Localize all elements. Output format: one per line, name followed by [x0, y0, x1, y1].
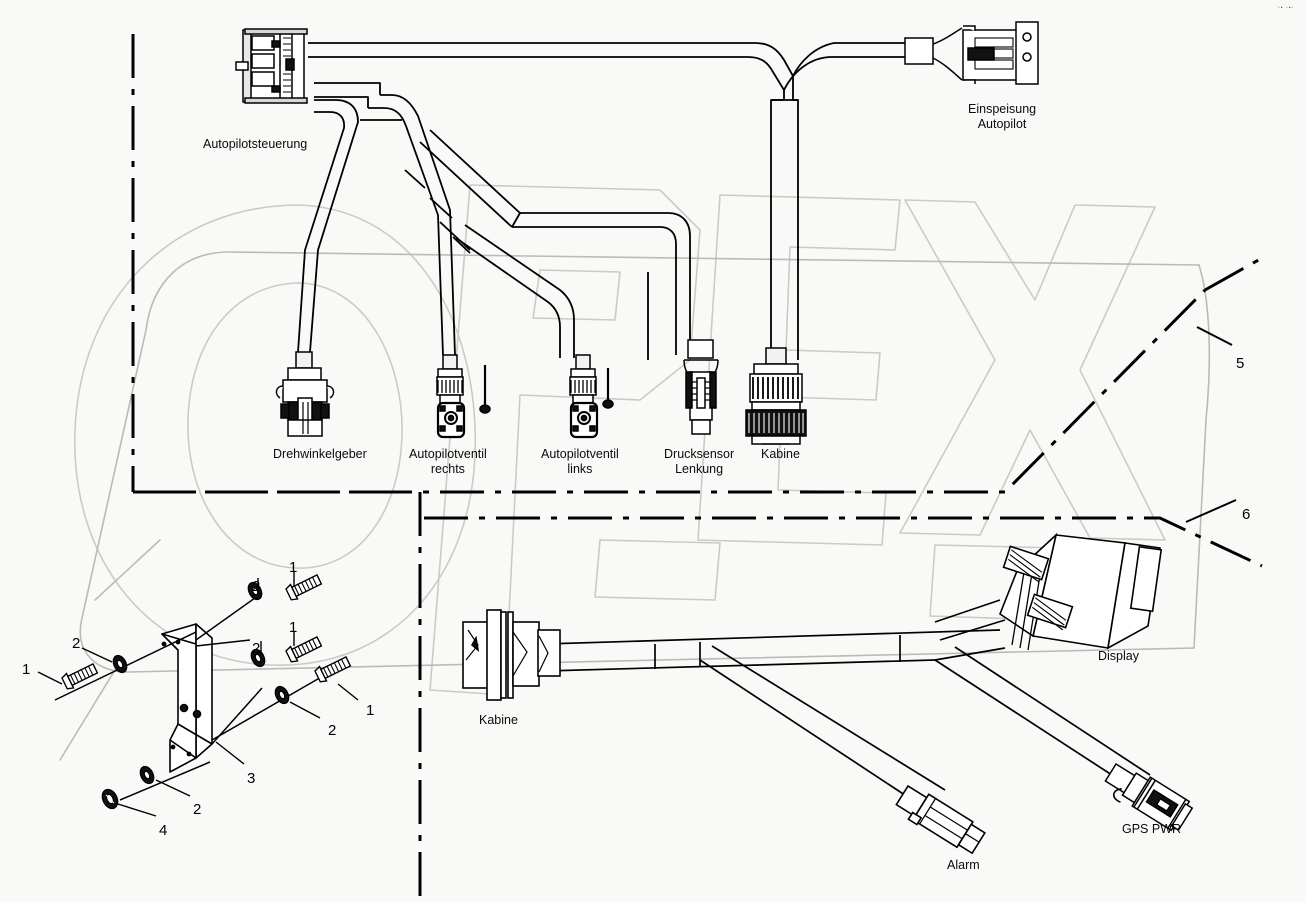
autopilotventil-links-connector [569, 354, 614, 439]
callout-leaders [1185, 326, 1237, 523]
gps-pwr-connector [1104, 762, 1194, 832]
washer-parts [112, 581, 290, 785]
label-kabine-top: Kabine [761, 447, 800, 462]
label-text: Drehwinkelgeber [273, 447, 367, 461]
bracket-assembly [161, 623, 213, 773]
label-text: Alarm [947, 858, 980, 872]
label-text: Kabine [479, 713, 518, 727]
label-text-line2: Lenkung [675, 462, 724, 476]
screw-parts [61, 574, 352, 690]
label-autopilotventil-rechts: Autopilotventil rechts [409, 447, 487, 477]
label-autopilotsteuerung: Autopilotsteuerung [203, 137, 307, 152]
nut-part [101, 788, 119, 810]
label-gps-pwr: GPS PWR [1122, 822, 1181, 837]
callout-1-top: 1 [289, 559, 298, 576]
lower-harness [544, 629, 1151, 806]
kabine-connector-bottom [462, 609, 561, 701]
callout-3: 3 [247, 770, 256, 787]
label-text: Display [1098, 649, 1139, 663]
callout-2-mid: 2 [252, 640, 261, 657]
callout-2-top: 2 [252, 578, 261, 595]
autopilotventil-rechts-connector [436, 354, 491, 439]
callout-2-right: 2 [328, 722, 337, 739]
dash-dot-boundaries-3 [424, 516, 1263, 568]
label-text: Autopilotsteuerung [203, 137, 308, 151]
label-text-line1: Autopilotventil [541, 447, 619, 461]
dash-dot-boundaries [131, 34, 422, 900]
label-text-line2: links [567, 462, 593, 476]
callout-1-right: 1 [366, 702, 375, 719]
drehwinkelgeber-connector [275, 351, 335, 437]
alarm-connector [895, 784, 986, 855]
label-text: Kabine [761, 447, 800, 461]
label-alarm: Alarm [947, 858, 980, 873]
label-drucksensor-lenkung: Drucksensor Lenkung [664, 447, 734, 477]
dash-dot-boundaries-2 [152, 256, 1263, 494]
label-text-line2: rechts [430, 462, 465, 476]
display-connector [934, 532, 1163, 651]
label-display: Display [1098, 649, 1139, 664]
callout-2-left: 2 [72, 635, 81, 652]
einspeisung-connector [904, 21, 1039, 85]
corner-mark: ▫▪ ▫▪▫ [1278, 5, 1295, 11]
number-leaders [37, 572, 359, 817]
label-text-line1: Einspeisung [968, 102, 1037, 116]
label-text-line2: Autopilot [977, 117, 1027, 131]
callout-6: 6 [1242, 506, 1251, 523]
callout-1-mid: 1 [289, 619, 298, 636]
label-text-line1: Autopilotventil [409, 447, 487, 461]
label-autopilotventil-links: Autopilotventil links [541, 447, 619, 477]
label-einspeisung-autopilot: Einspeisung Autopilot [968, 102, 1036, 132]
callout-4: 4 [159, 822, 168, 839]
cab-outline [59, 251, 1211, 761]
label-kabine-bottom: Kabine [479, 713, 518, 728]
drucksensor-lenkung-connector [683, 339, 719, 435]
label-text: GPS PWR [1122, 822, 1182, 836]
autopilotsteuerung-connector [235, 28, 308, 104]
label-drehwinkelgeber: Drehwinkelgeber [273, 447, 367, 462]
callout-5: 5 [1236, 355, 1245, 372]
callout-2-bottom: 2 [193, 801, 202, 818]
label-text-line1: Drucksensor [664, 447, 735, 461]
upper-harness [297, 42, 905, 360]
callout-1-left: 1 [22, 661, 31, 678]
kabine-connector-top [745, 347, 807, 445]
